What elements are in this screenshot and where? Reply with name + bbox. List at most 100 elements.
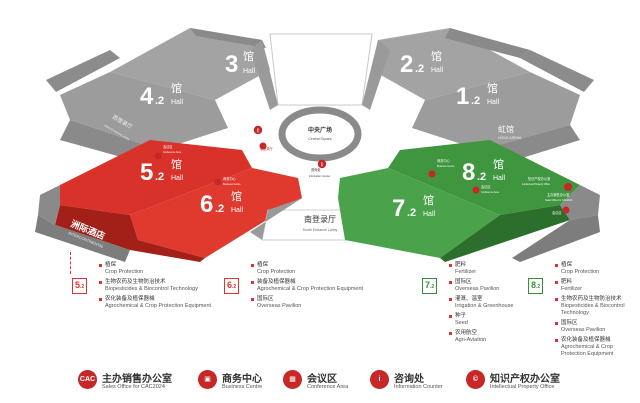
legend-information: i 咨询处 Information Counter (370, 368, 460, 396)
south-lobby-zh: 南登录厅 (304, 214, 336, 224)
ipo-caption-zh: 知识产权办公室 (528, 176, 550, 181)
legend-sales-office: CAC 主办销售办公室 Sales Office for CAC2024 (78, 368, 188, 396)
legend-tag-6-2: 6.2 (224, 278, 240, 294)
hall-5-2[interactable] (60, 140, 252, 215)
hall8-biz-caption-zh: 商务中心 (437, 158, 451, 163)
svg-text:Hall: Hall (431, 67, 444, 74)
legend-sublabel: Intellectual Property Office (490, 384, 555, 390)
ip-caption-2: 会议区 (552, 210, 562, 215)
legend-sublabel: Information Counter (394, 384, 443, 390)
legend-tag-7-2: 7.2 (422, 278, 438, 294)
info-marker-north[interactable] (259, 142, 267, 150)
legend-sublabel: Business Centre (222, 384, 263, 390)
svg-text:Hall: Hall (231, 207, 244, 214)
hall8-conf-caption-en: Conference Area (481, 191, 500, 194)
south-info-caption-zh: 咨询处 (311, 167, 321, 172)
legend-label: 会议区 (307, 374, 337, 385)
svg-text:馆: 馆 (171, 157, 182, 171)
exhibition-floor-map: i i 3 馆 Hall 4 .2 馆 Hall 2 .2 馆 Hall (35, 28, 600, 262)
intercontinental-hotel (35, 215, 130, 262)
north-info-caption: 北登录厅 (260, 146, 274, 151)
legend-ip-office: © 知识产权办公室 Intellectual Property Office (466, 368, 596, 396)
svg-text:馆: 馆 (243, 49, 254, 63)
svg-text:Hall: Hall (423, 211, 436, 218)
info-marker-central[interactable]: i (253, 125, 263, 135)
hall-2-2-label: 2 .2 馆 Hall (400, 49, 444, 78)
hall8-biz-caption-en: Business Centre (437, 165, 455, 168)
cac-caption-en: Sales Office for CAC2024 (545, 199, 573, 202)
svg-text:4: 4 (140, 83, 154, 110)
biz-marker-hall5[interactable] (214, 178, 222, 186)
hall-4-2[interactable] (60, 72, 228, 150)
hall-3[interactable] (110, 28, 270, 100)
svg-text:馆: 馆 (431, 49, 442, 63)
central-square-en: Central Square (308, 137, 332, 141)
conference-icon: ▦ (283, 370, 302, 389)
svg-text:.2: .2 (415, 63, 424, 75)
hall-1-2[interactable] (412, 72, 580, 150)
cac-marker[interactable] (564, 183, 572, 191)
svg-text:i: i (257, 129, 259, 135)
hall-3-label: 3 馆 Hall (225, 49, 256, 78)
ip-marker[interactable] (562, 206, 570, 214)
hong-arena-en: HONG ARENA (498, 136, 522, 140)
business-centre-icon: ▣ (198, 370, 217, 389)
legend-sublabel: Conference Area (307, 384, 349, 390)
svg-text:2: 2 (400, 51, 413, 78)
svg-text:.2: .2 (155, 95, 164, 107)
cac-logo-icon: CAC (78, 370, 97, 389)
hall5-conf-caption-en: Conference Area (163, 151, 182, 154)
svg-text:馆: 馆 (171, 81, 182, 95)
hall-1-2-label: 1 .2 馆 Hall (456, 81, 500, 110)
central-square-zh: 中央广场 (308, 126, 332, 134)
svg-text:7: 7 (392, 195, 405, 222)
svg-text:馆: 馆 (231, 189, 242, 203)
hall-5-2-label: 5 .2 馆 Hall (140, 157, 184, 186)
svg-text:馆: 馆 (493, 157, 504, 171)
svg-text:1: 1 (456, 83, 469, 110)
svg-text:Hall: Hall (487, 99, 500, 106)
info-icon: i (370, 370, 389, 389)
cac-caption-zh: 主办销售办公室 (547, 192, 569, 197)
hall-8-2-label: 8 .2 馆 Hall (462, 157, 506, 186)
conf-marker-hall5[interactable] (154, 152, 162, 160)
south-lobby-en: South Entrance Lobby (303, 228, 338, 232)
hong-arena-zh: 虹馆 (498, 124, 514, 134)
hall-7-2-label: 7 .2 馆 Hall (392, 193, 436, 222)
hall-7-2[interactable] (338, 168, 500, 258)
conf-marker-hall8[interactable] (472, 186, 480, 194)
legend-sublabel: Sales Office for CAC2024 (102, 384, 165, 390)
hall-6-2-label: 6 .2 馆 Hall (200, 189, 244, 218)
svg-text:i: i (321, 163, 323, 169)
svg-text:Hall: Hall (171, 175, 184, 182)
svg-text:.2: .2 (215, 203, 224, 215)
svg-text:.2: .2 (407, 207, 416, 219)
hall-8-2[interactable] (388, 140, 580, 215)
info-marker-south[interactable]: i (317, 159, 327, 169)
svg-text:5: 5 (140, 159, 153, 186)
hall-4-2-label: 4 .2 馆 Hall (140, 81, 184, 110)
hall8-conf-caption-zh: 会议区 (481, 184, 491, 189)
hall-6-2[interactable] (130, 168, 302, 258)
hall5-biz-caption-zh: 商务中心 (223, 176, 237, 181)
svg-text:Hall: Hall (493, 175, 506, 182)
biz-marker-hall8[interactable] (428, 170, 436, 178)
hall-2-2[interactable] (372, 28, 530, 100)
south-info-caption-en: Information Counter (309, 175, 330, 178)
